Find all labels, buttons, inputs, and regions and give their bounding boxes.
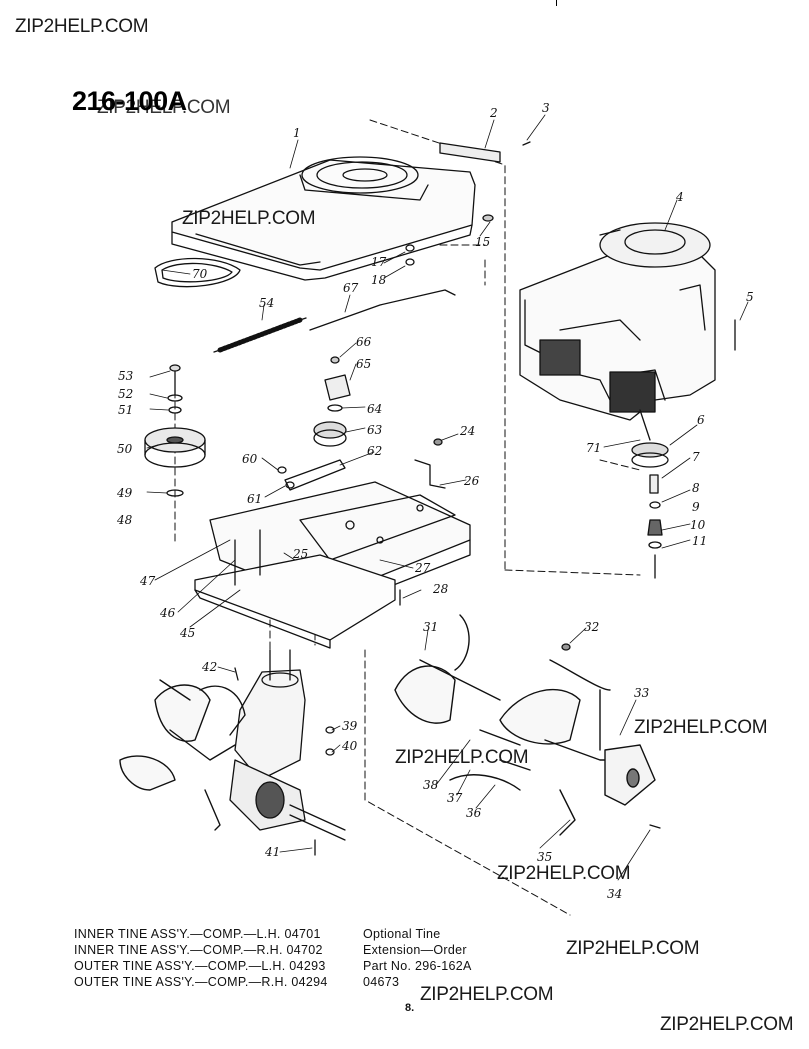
- part-callout: 18: [371, 273, 387, 287]
- optional-tine-note: Optional Tine Extension—Order Part No. 2…: [363, 926, 472, 990]
- part-callout: 38: [423, 778, 439, 792]
- part-callout: 3: [542, 101, 550, 115]
- page-number: 8.: [405, 1002, 415, 1014]
- part-callout: 63: [367, 423, 383, 437]
- part-callout: 6: [697, 413, 705, 427]
- legend-row: INNER TINE ASS'Y.—COMP.—R.H. 04702: [74, 943, 323, 957]
- part-callout: 5: [746, 290, 754, 304]
- left-tines-part: [119, 679, 246, 831]
- part-callout: 10: [690, 518, 706, 532]
- part-callout: 47: [140, 574, 156, 588]
- part-callout: 31: [423, 620, 439, 634]
- part-callout: 8: [692, 481, 700, 495]
- part-callout: 61: [247, 492, 263, 506]
- part-callout: 41: [265, 845, 281, 859]
- gearbox-part: [229, 649, 346, 841]
- part-callout: 51: [118, 403, 134, 417]
- spring-part: [217, 317, 303, 353]
- part-callout: 25: [293, 547, 309, 561]
- tine-assembly-legend: INNER TINE ASS'Y.—COMP.—L.H. 04701 INNER…: [74, 926, 328, 990]
- watermark-text: ZIP2HELP.COM: [97, 97, 231, 118]
- part-callout: 50: [117, 442, 133, 456]
- part-callout: 66: [356, 335, 372, 349]
- legend-row: OUTER TINE ASS'Y.—COMP.—R.H. 04294: [74, 975, 328, 989]
- watermark-text: ZIP2HELP.COM: [566, 938, 700, 959]
- belt-part: [154, 257, 241, 288]
- part-callout: 9: [692, 500, 700, 514]
- part-callout: 1: [293, 126, 301, 140]
- part-callout: 40: [342, 739, 358, 753]
- idler-pulley-part: [313, 356, 351, 447]
- part-callout: 48: [117, 513, 133, 527]
- part-callout: 53: [118, 369, 134, 383]
- part-callout: 36: [466, 806, 482, 820]
- legend-row: INNER TINE ASS'Y.—COMP.—L.H. 04701: [74, 927, 321, 941]
- part-callout: 52: [118, 387, 134, 401]
- part-callout: 65: [356, 357, 372, 371]
- part-callout: 54: [259, 296, 275, 310]
- part-callout: 37: [447, 791, 463, 805]
- part-callout: 71: [586, 441, 602, 455]
- part-callout: 17: [371, 255, 387, 269]
- part-callout: 70: [192, 267, 208, 281]
- note-line: Optional Tine: [363, 927, 441, 941]
- rod-part: [309, 289, 456, 331]
- part-callout: 4: [676, 190, 684, 204]
- part-callout: 32: [584, 620, 600, 634]
- part-callout: 33: [634, 686, 650, 700]
- part-callout: 7: [692, 450, 700, 464]
- legend-row: OUTER TINE ASS'Y.—COMP.—L.H. 04293: [74, 959, 326, 973]
- part-callout: 49: [117, 486, 133, 500]
- part-callout: 15: [475, 235, 491, 249]
- part-callout: 34: [607, 887, 623, 901]
- part-callout: 28: [433, 582, 449, 596]
- part-callout: 27: [415, 561, 431, 575]
- part-callout: 64: [367, 402, 383, 416]
- note-line: Extension—Order: [363, 943, 467, 957]
- part-callout: 62: [367, 444, 383, 458]
- watermark-text: ZIP2HELP.COM: [660, 1014, 794, 1035]
- shroud-cover-part: [171, 156, 476, 281]
- part-callout: 60: [242, 452, 258, 466]
- watermark-text: ZIP2HELP.COM: [420, 984, 554, 1005]
- part-callout: 39: [342, 719, 358, 733]
- pulley-stack-part: [144, 364, 206, 497]
- top-edge-mark: [556, 0, 557, 6]
- part-callout: 67: [343, 281, 359, 295]
- watermark-text: ZIP2HELP.COM: [182, 208, 316, 229]
- part-callout: 26: [464, 474, 480, 488]
- bracket-part: [439, 142, 501, 163]
- part-callout: 45: [180, 626, 196, 640]
- part-callout: 24: [460, 424, 476, 438]
- engine-part: [519, 222, 716, 441]
- watermark-text: ZIP2HELP.COM: [15, 16, 149, 37]
- part-callout: 2: [490, 106, 498, 120]
- watermark-text: ZIP2HELP.COM: [497, 863, 631, 884]
- part-callout: 11: [692, 534, 708, 548]
- watermark-text: ZIP2HELP.COM: [395, 747, 529, 768]
- part-callout: 42: [202, 660, 218, 674]
- part-callout: 35: [537, 850, 553, 864]
- model-number: 216-100A: [72, 86, 187, 116]
- part-callout: 46: [160, 606, 176, 620]
- watermark-text: ZIP2HELP.COM: [634, 717, 768, 738]
- right-tines-part: [394, 614, 656, 836]
- note-line: Part No. 296-162A: [363, 959, 472, 973]
- note-line: 04673: [363, 975, 400, 989]
